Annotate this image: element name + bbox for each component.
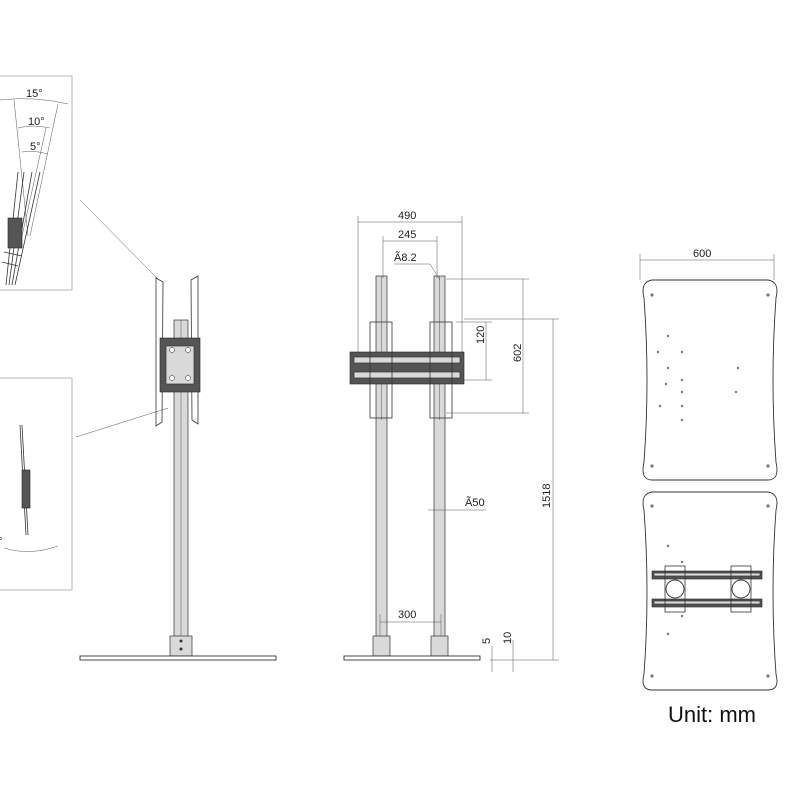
tilt-detail-view: 15° 10° 5° bbox=[0, 75, 73, 291]
dim-pole-diameter: Ã50 bbox=[465, 496, 485, 509]
dim-base-thickness: 5 bbox=[481, 638, 493, 644]
tilt-line-c bbox=[21, 127, 47, 237]
tilt-detail-frame bbox=[0, 75, 73, 291]
dim-rail-height: 602 bbox=[512, 344, 524, 362]
tilt-arc-15 bbox=[0, 98, 69, 105]
front-collar-right bbox=[430, 635, 449, 657]
side-base-plate bbox=[79, 655, 277, 661]
tilt-arc-10 bbox=[17, 125, 51, 129]
dim-total-height: 1518 bbox=[541, 484, 553, 508]
base-plate-top-view: 600 bbox=[639, 248, 778, 481]
swivel-detail-frame bbox=[0, 377, 73, 591]
front-bracket-left bbox=[369, 321, 393, 419]
side-pole-base-collar bbox=[169, 635, 193, 657]
pole-socket-left bbox=[665, 579, 685, 599]
detail-leader-top bbox=[79, 199, 158, 279]
dim-plate-width: 600 bbox=[693, 248, 711, 260]
base-plate-outline bbox=[642, 279, 778, 481]
dim-mount-width: 245 bbox=[398, 229, 416, 241]
tilt-line-b bbox=[29, 103, 59, 237]
front-bracket-right bbox=[429, 321, 453, 419]
base-plate-outline-2 bbox=[642, 491, 778, 691]
side-view-stand bbox=[79, 275, 277, 661]
swivel-angle-label: ° bbox=[0, 536, 2, 548]
unit-label: Unit: mm bbox=[668, 702, 756, 727]
base-plate-holes bbox=[650, 293, 770, 468]
tilt-line-a bbox=[13, 99, 29, 237]
swivel-detail-view: ° bbox=[0, 377, 73, 591]
tilt-arc-5 bbox=[21, 151, 49, 155]
angle-label-5: 5° bbox=[30, 141, 41, 153]
angle-label-15: 15° bbox=[26, 88, 43, 100]
side-screen-left bbox=[155, 277, 164, 427]
detail-leader-bottom bbox=[75, 407, 169, 438]
front-collar-left bbox=[372, 635, 391, 657]
tilted-screens-sketch bbox=[1, 171, 41, 286]
swivel-arc bbox=[3, 545, 59, 552]
base-plate-bottom-view bbox=[642, 491, 778, 691]
base-plate-2-holes bbox=[650, 504, 770, 678]
front-view-stand: 490 245 Ã8.2 120 602 1518 Ã50 300 bbox=[343, 210, 559, 672]
dim-base-offset: 10 bbox=[502, 632, 514, 644]
pole-socket-right bbox=[731, 579, 751, 599]
dim-hole-diameter: Ã8.2 bbox=[394, 251, 417, 264]
angle-label-10: 10° bbox=[28, 116, 45, 128]
dim-overall-width: 490 bbox=[398, 210, 416, 222]
dim-bracket-height: 120 bbox=[475, 326, 487, 344]
dim-pole-spacing: 300 bbox=[398, 609, 416, 621]
front-base-plate bbox=[343, 655, 481, 661]
